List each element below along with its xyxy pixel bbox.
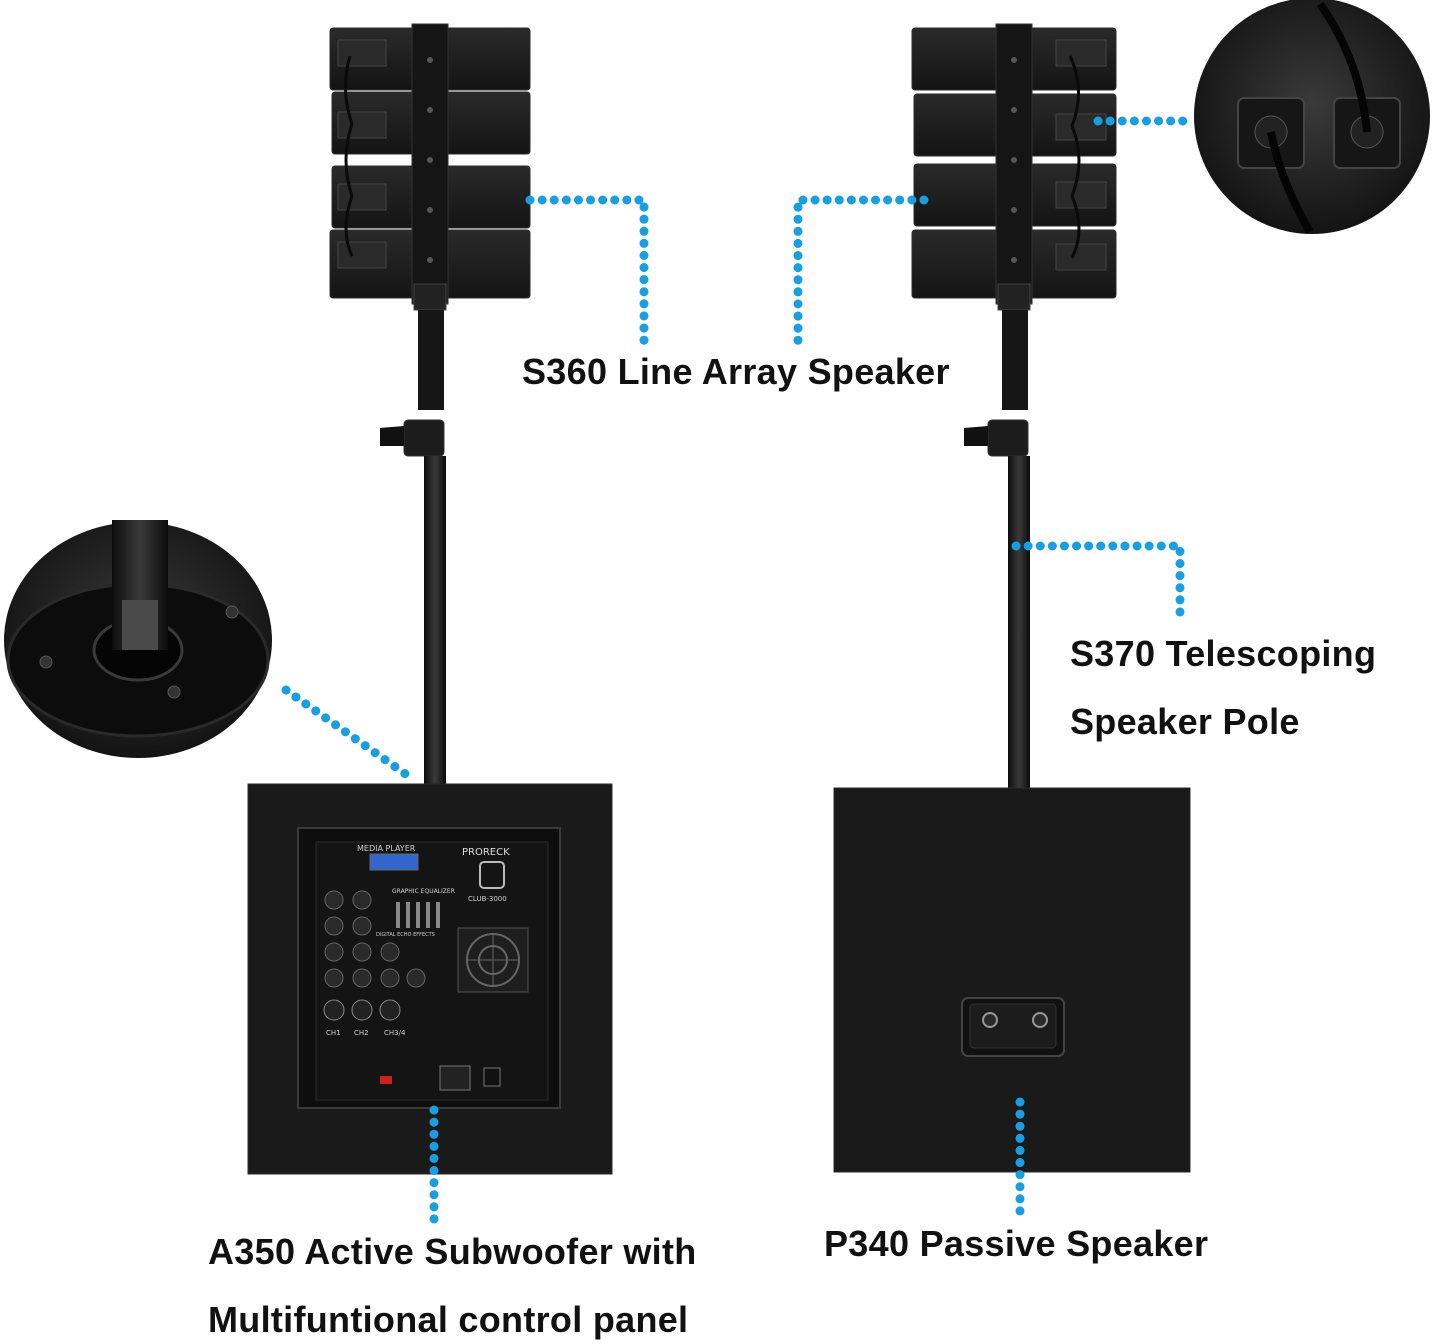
right-pole-mount — [964, 310, 1029, 457]
panel-ch34-text: CH3/4 — [384, 1029, 406, 1037]
brand-logo-badge — [479, 861, 505, 889]
right-telescoping-pole — [1008, 456, 1030, 790]
label-passive-speaker: P340 Passive Speaker — [824, 1223, 1209, 1264]
panel-graphic-equalizer-text: GRAPHIC EQUALIZER — [392, 888, 455, 895]
right-line-array-speaker — [911, 23, 1117, 790]
callout-line-left-array — [525, 195, 649, 349]
graphic-equalizer-sliders — [396, 902, 440, 928]
label-active-subwoofer-line2: Multifuntional control panel — [208, 1299, 689, 1340]
callout-lines — [281, 116, 1191, 1229]
panel-digital-echo-text: DIGITAL ECHO EFFECTS — [376, 932, 435, 938]
label-line-array-speaker: S360 Line Array Speaker — [522, 351, 950, 392]
panel-ch2-text: CH2 — [354, 1029, 369, 1037]
panel-media-player-text: MEDIA PLAYER — [357, 844, 416, 853]
media-player-display — [369, 853, 419, 871]
callout-line-right-array — [793, 195, 929, 349]
active-subwoofer — [247, 783, 613, 1175]
right-array-rigging-frame — [995, 23, 1033, 311]
cooling-fan — [457, 927, 529, 993]
label-telescoping-pole-line2: Speaker Pole — [1070, 701, 1300, 742]
label-active-subwoofer-line1: A350 Active Subwoofer with — [208, 1231, 697, 1272]
label-telescoping-pole-line1: S370 Telescoping — [1070, 633, 1377, 674]
passive-speaker — [833, 787, 1191, 1173]
pole-socket-zoom-inset — [4, 520, 272, 758]
callout-line-pole-socket — [281, 685, 419, 785]
control-panel — [315, 841, 549, 1101]
left-telescoping-pole — [424, 456, 446, 786]
left-line-array-speaker — [329, 23, 531, 786]
panel-brand-text: PRORECK — [462, 847, 510, 858]
power-inlet — [439, 1065, 501, 1091]
speakon-input-plate — [961, 997, 1065, 1057]
panel-model-text: CLUB-3000 — [468, 895, 507, 903]
connector-zoom-inset — [1194, 0, 1430, 234]
left-array-rigging-frame — [411, 23, 449, 311]
callout-line-pole — [1011, 541, 1185, 625]
mixer-knobs — [323, 890, 426, 1021]
panel-ch1-text: CH1 — [326, 1029, 341, 1037]
input-jack — [380, 1076, 392, 1084]
left-pole-mount — [380, 310, 445, 457]
